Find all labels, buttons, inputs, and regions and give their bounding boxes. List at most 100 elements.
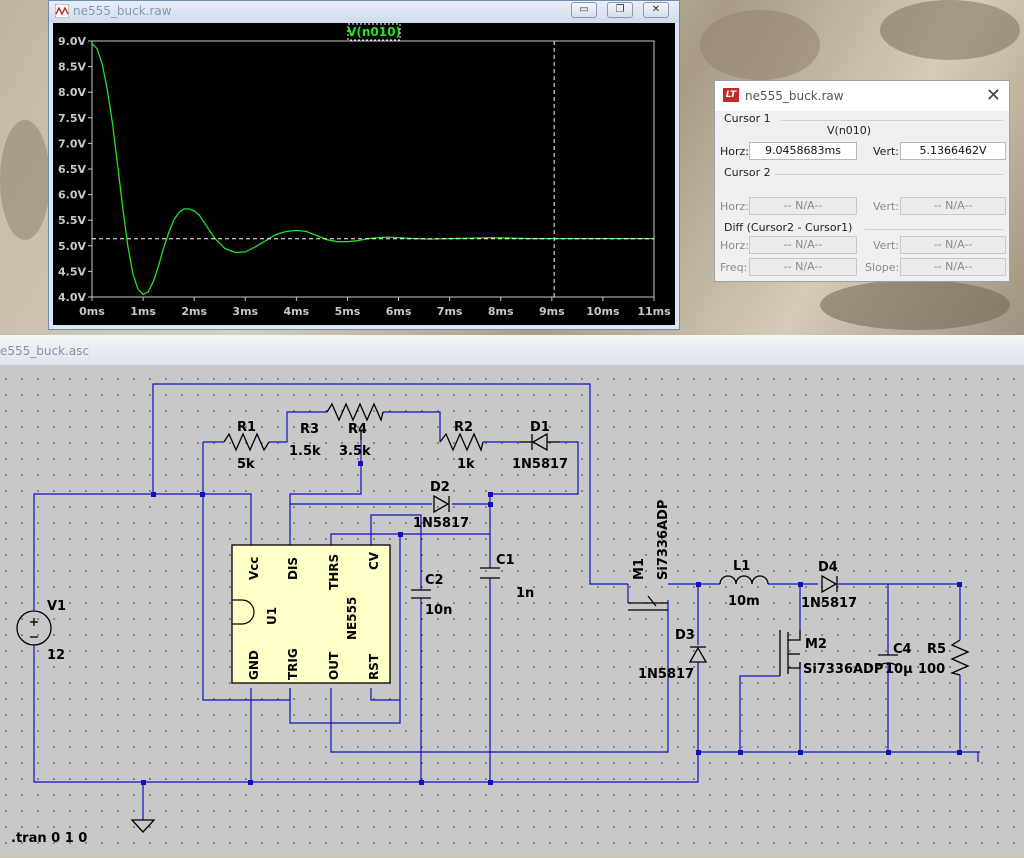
m1-ref: M1 <box>632 558 647 580</box>
schematic-titlebar[interactable]: e555_buck.asc <box>0 335 1024 366</box>
cursor1-trace-name: V(n010) <box>827 124 872 137</box>
pin-vcc: Vcc <box>247 556 261 580</box>
r4-ref: R4 <box>348 422 367 437</box>
y-tick-label: 7.0V <box>58 137 86 150</box>
diff-horz-label: Horz: <box>720 239 750 252</box>
schematic-drawing[interactable]: Vcc DIS THRS CV GND TRIG OUT RST U1 NE55… <box>0 365 1024 855</box>
d3-ref: D3 <box>675 628 695 643</box>
x-tick-label: 4ms <box>284 305 310 318</box>
diode-icon <box>688 646 708 663</box>
c2-ref: C2 <box>425 573 444 588</box>
cursor2-group-label: Cursor 2 <box>724 166 771 179</box>
cursor-dialog-title: ne555_buck.raw <box>745 89 844 103</box>
d2-ref: D2 <box>430 480 450 495</box>
y-tick-label: 6.5V <box>58 163 86 176</box>
y-tick-label: 5.0V <box>58 240 86 253</box>
u1-ref: U1 <box>265 607 279 625</box>
cursor2-vert-label: Vert: <box>873 200 899 213</box>
l1-ref: L1 <box>733 559 750 574</box>
schematic-window-title: e555_buck.asc <box>0 344 90 358</box>
cursor1-horz-field[interactable]: 9.0458683ms <box>749 142 857 160</box>
waveform-app-icon <box>55 4 69 18</box>
cursor-dialog[interactable]: LT ne555_buck.raw ✕ Cursor 1 V(n010) Hor… <box>714 80 1010 282</box>
pin-out: OUT <box>327 651 341 680</box>
d1-value: 1N5817 <box>512 457 568 472</box>
r4-value: 3.5k <box>339 444 371 459</box>
r5-ref: R5 <box>927 642 946 657</box>
pin-gnd: GND <box>247 650 261 680</box>
freq-field: -- N/A-- <box>749 258 857 276</box>
m2-ref: M2 <box>805 637 827 652</box>
restore-button[interactable]: ❐ <box>607 2 633 18</box>
vert-label: Vert: <box>873 145 899 158</box>
diff-horz-field: -- N/A-- <box>749 236 857 254</box>
trace-v-n010 <box>91 43 654 296</box>
cursor1-vert-field[interactable]: 5.1366462V <box>900 142 1006 160</box>
resistor-icon <box>949 639 970 676</box>
slope-label: Slope: <box>865 261 900 274</box>
d1-ref: D1 <box>530 420 550 435</box>
trace-label-box <box>347 23 401 41</box>
cursor1-group-label: Cursor 1 <box>724 112 771 125</box>
c4-value: 10µ <box>885 662 913 677</box>
c2-value: 10n <box>425 603 452 618</box>
potentiometer-icon <box>326 402 384 423</box>
cursor1-group-line <box>781 120 1003 121</box>
close-icon[interactable]: ✕ <box>985 85 1001 106</box>
y-tick-label: 4.0V <box>58 291 86 304</box>
l1-value: 10m <box>728 594 760 609</box>
pin-dis: DIS <box>286 557 300 580</box>
waveform-chart[interactable]: 9.0V8.5V8.0V7.5V7.0V6.5V6.0V5.5V5.0V4.5V… <box>53 23 675 325</box>
close-icon: ✕ <box>651 4 661 15</box>
diff-vert-label: Vert: <box>873 239 899 252</box>
chip-notch <box>232 599 255 625</box>
diode-icon <box>531 432 548 452</box>
y-tick-label: 4.5V <box>58 265 86 278</box>
minimize-button[interactable]: ▭ <box>571 2 597 18</box>
d4-ref: D4 <box>818 560 838 575</box>
ne555-chip[interactable] <box>231 544 391 684</box>
schematic-canvas[interactable]: Vcc DIS THRS CV GND TRIG OUT RST U1 NE55… <box>0 365 1024 855</box>
spice-directive[interactable]: .tran 0 1 0 <box>11 831 87 846</box>
y-tick-label: 9.0V <box>58 35 86 48</box>
wires <box>33 383 980 820</box>
y-axis: 9.0V8.5V8.0V7.5V7.0V6.5V6.0V5.5V5.0V4.5V… <box>58 35 92 304</box>
m1-value: Si7336ADP <box>656 500 671 580</box>
component-symbols <box>16 402 970 833</box>
freq-label: Freq: <box>720 261 748 274</box>
v1-value: 12 <box>47 648 65 663</box>
x-tick-label: 10ms <box>586 305 620 318</box>
ltspice-app-icon: LT <box>723 88 739 102</box>
d4-value: 1N5817 <box>801 596 857 611</box>
diode-icon <box>821 574 838 594</box>
minimize-icon: ▭ <box>579 4 589 15</box>
inductor-icon <box>719 575 769 585</box>
y-tick-label: 8.0V <box>58 86 86 99</box>
schematic-window[interactable]: e555_buck.asc <box>0 335 1024 855</box>
c1-ref: C1 <box>496 553 515 568</box>
cursor2-vert-field: -- N/A-- <box>900 197 1006 215</box>
cursor2-horz-label: Horz: <box>720 200 750 213</box>
close-button[interactable]: ✕ <box>643 2 669 18</box>
slope-field: -- N/A-- <box>900 258 1006 276</box>
x-tick-label: 9ms <box>539 305 565 318</box>
ground-icon <box>130 819 156 833</box>
waveform-window-title: ne555_buck.raw <box>73 4 172 18</box>
r2-ref: R2 <box>454 420 473 435</box>
u1-value: NE555 <box>345 597 359 640</box>
cursor-dialog-titlebar[interactable]: LT ne555_buck.raw ✕ <box>715 81 1009 111</box>
y-tick-label: 6.0V <box>58 189 86 202</box>
trace-label[interactable]: V(n010) <box>347 25 401 39</box>
diff-group-line <box>865 229 1003 230</box>
waveform-titlebar[interactable]: ne555_buck.raw ▭ ❐ ✕ <box>49 1 679 23</box>
diode-icon <box>433 494 450 514</box>
r1-ref: R1 <box>237 420 256 435</box>
m2-value: Si7336ADP <box>803 662 883 677</box>
pin-thrs: THRS <box>327 554 341 590</box>
r2-value: 1k <box>457 457 475 472</box>
y-tick-label: 7.5V <box>58 112 86 125</box>
x-tick-label: 2ms <box>181 305 207 318</box>
y-tick-label: 5.5V <box>58 214 86 227</box>
